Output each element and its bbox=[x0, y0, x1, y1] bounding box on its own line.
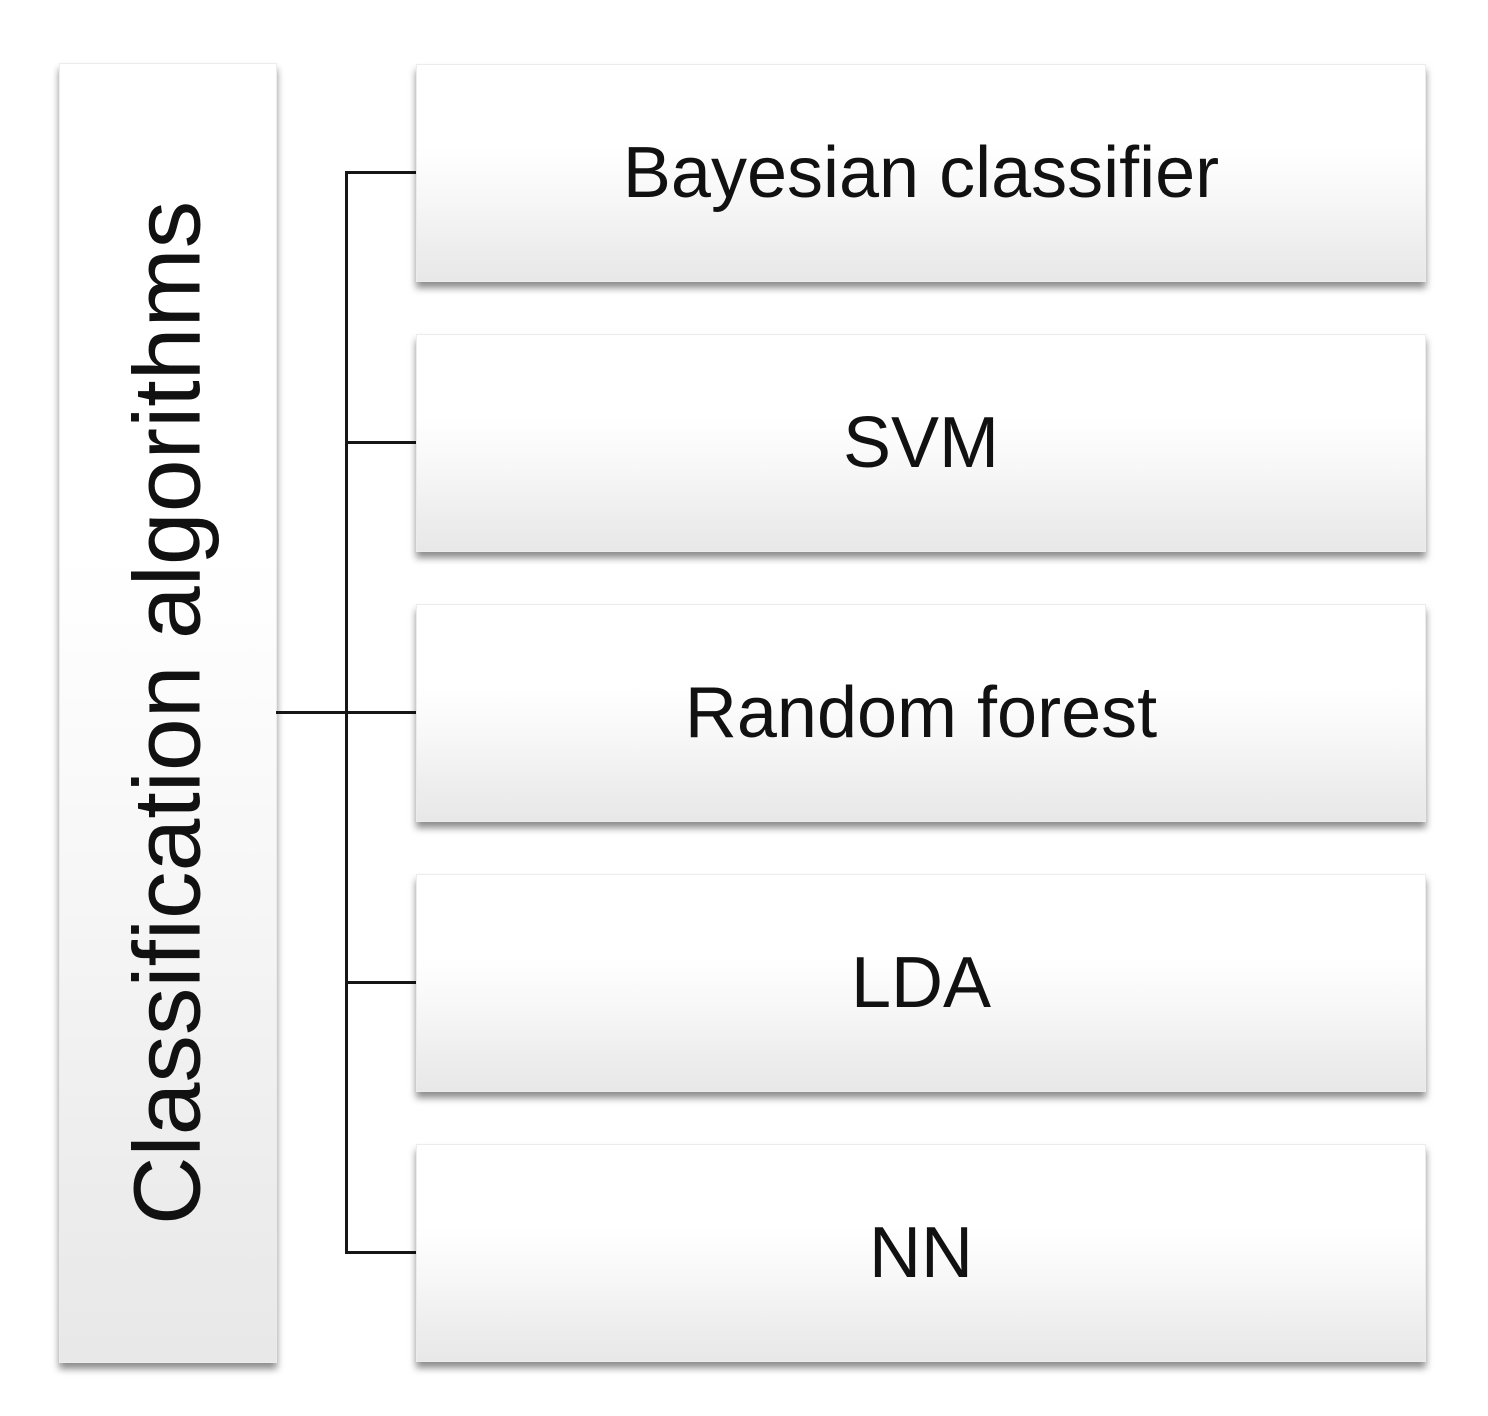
connector-branch-nn bbox=[345, 1251, 417, 1254]
connector-branch-svm bbox=[345, 441, 417, 444]
node-random-forest: Random forest bbox=[416, 604, 1426, 822]
node-svm-label: SVM bbox=[842, 403, 1000, 483]
connector-branch-random-forest bbox=[345, 711, 417, 714]
node-bayesian-classifier-label: Bayesian classifier bbox=[622, 133, 1220, 213]
connector-branch-lda bbox=[345, 981, 417, 984]
node-nn: NN bbox=[416, 1144, 1426, 1362]
root-node-classification-algorithms: Classification algorithms bbox=[59, 63, 277, 1363]
root-node-label: Classification algorithms bbox=[114, 200, 221, 1226]
node-nn-label: NN bbox=[869, 1213, 973, 1293]
node-svm: SVM bbox=[416, 334, 1426, 552]
node-random-forest-label: Random forest bbox=[684, 673, 1158, 753]
connector-branch-bayesian-classifier bbox=[345, 171, 417, 174]
node-lda: LDA bbox=[416, 874, 1426, 1092]
node-bayesian-classifier: Bayesian classifier bbox=[416, 64, 1426, 282]
node-lda-label: LDA bbox=[850, 943, 992, 1023]
